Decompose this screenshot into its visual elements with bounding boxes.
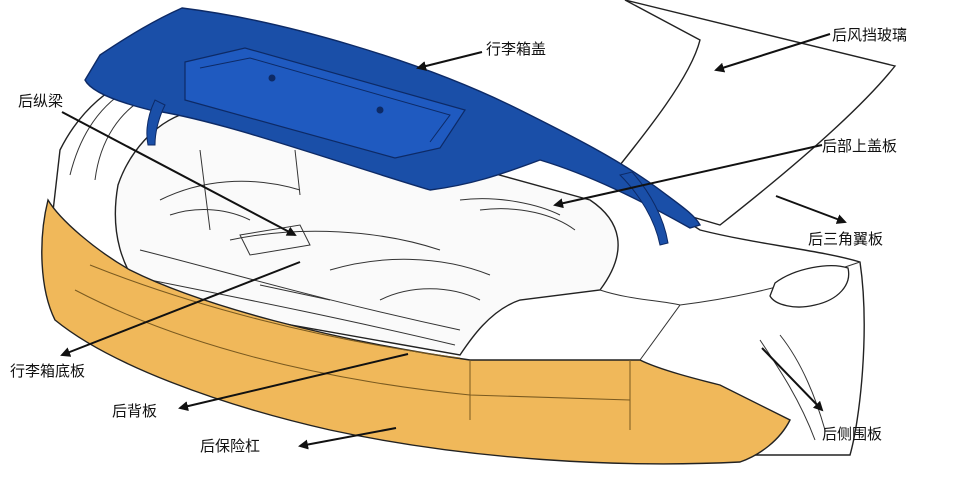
label-trunk-lid: 行李箱盖	[486, 40, 547, 58]
bumper-contour-lines	[74, 264, 631, 430]
lid-contour	[199, 57, 451, 143]
arrow-trunk-lid	[416, 51, 483, 71]
arrow-rear-upper-panel	[553, 144, 823, 209]
label-rear-upper-panel: 后部上盖板	[822, 137, 898, 155]
label-rear-quarter-panel: 后三角翼板	[808, 230, 884, 248]
rear-windshield-shape	[598, 0, 897, 226]
label-rear-windshield: 后风挡玻璃	[832, 26, 908, 44]
right-hinge-arm	[619, 171, 669, 246]
leader-arrows	[60, 33, 847, 450]
arrow-rear-quarter-panel	[775, 195, 847, 224]
arrow-trunk-floor	[60, 261, 301, 357]
left-hinge-arm	[146, 99, 166, 146]
license-plate-recess	[184, 47, 466, 159]
label-rear-rail: 后纵梁	[18, 92, 64, 110]
rear-bumper-shape	[41, 198, 791, 465]
lid-hole-left	[268, 74, 276, 82]
label-rear-back-panel: 后背板	[112, 402, 158, 420]
arrow-rear-side-panel	[761, 347, 824, 412]
label-rear-bumper: 后保险杠	[200, 437, 261, 455]
side-marker-light	[769, 265, 850, 308]
label-trunk-floor: 行李箱底板	[10, 362, 86, 380]
arrow-rear-windshield	[714, 33, 831, 73]
lid-hole-right	[376, 106, 384, 114]
trunk-interior-lines	[139, 149, 576, 346]
arrow-rear-bumper	[298, 427, 397, 450]
label-rear-side-panel: 后侧围板	[822, 425, 883, 443]
arrow-rear-rail	[61, 111, 297, 236]
arrow-rear-back-panel	[178, 353, 409, 412]
